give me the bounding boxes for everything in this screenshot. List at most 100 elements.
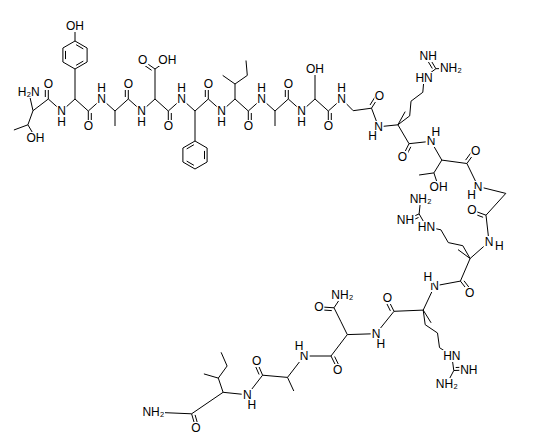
bond <box>187 161 194 165</box>
atom-label: NH₂ <box>409 193 433 205</box>
bond <box>155 69 156 84</box>
bond <box>463 246 470 259</box>
atom-label: O <box>470 145 481 157</box>
atom-label: HN <box>442 350 461 362</box>
bond <box>341 321 348 334</box>
bond <box>438 333 440 348</box>
bond <box>115 99 128 111</box>
atom-label: N <box>96 93 107 105</box>
atom-label: OH <box>26 132 46 144</box>
bond <box>419 173 434 175</box>
atom-label: O <box>313 301 324 313</box>
atom-label: O <box>137 54 148 66</box>
atom-label: N <box>256 93 267 105</box>
bond <box>76 61 83 65</box>
atom-label: H <box>376 338 387 350</box>
bond <box>460 259 470 282</box>
atom-label: NH <box>459 364 478 376</box>
atom-label: OH <box>157 54 177 66</box>
bond <box>275 111 276 126</box>
bond <box>75 62 87 69</box>
bond <box>218 366 227 378</box>
atom-label: O <box>190 422 201 434</box>
atom-label: H <box>336 82 347 94</box>
bond <box>75 84 76 99</box>
bond <box>486 193 506 215</box>
atom-label: O <box>203 78 214 90</box>
atom-label: H <box>466 189 477 201</box>
bond <box>187 145 194 149</box>
bond <box>411 92 423 101</box>
atom-label: O <box>43 78 54 90</box>
bond <box>207 148 208 162</box>
bond <box>115 111 116 126</box>
atom-label: NH₂ <box>439 62 463 74</box>
bond <box>442 160 467 163</box>
atom-label: H <box>431 126 442 138</box>
bond <box>263 375 288 377</box>
atom-label: O <box>374 90 385 102</box>
bond <box>246 61 247 76</box>
bond <box>195 141 207 148</box>
bond <box>63 41 75 48</box>
atom-label: HN <box>417 221 436 233</box>
atom-label: O <box>332 364 343 376</box>
bond <box>235 84 236 99</box>
atom-label: N <box>336 93 347 105</box>
bond <box>425 325 437 333</box>
atom-label: H <box>256 82 267 94</box>
atom-label: H₂N <box>17 86 41 98</box>
bond <box>33 99 48 111</box>
atom-label: O <box>163 120 174 132</box>
bond <box>315 99 328 111</box>
bond <box>334 308 341 321</box>
bond <box>223 75 235 84</box>
bond <box>62 48 63 62</box>
bond <box>183 162 195 169</box>
atom-label: HN <box>414 72 433 84</box>
atom-label: OH <box>65 20 85 32</box>
bond <box>204 151 205 159</box>
atom-label: O <box>243 120 254 132</box>
atom-label: H <box>296 116 307 128</box>
bond <box>221 352 227 366</box>
bond <box>315 84 316 99</box>
atom-label: H <box>176 82 187 94</box>
bond <box>155 84 156 99</box>
bond <box>195 126 196 141</box>
atom-label: NH <box>419 50 438 62</box>
atom-label: H <box>494 240 505 252</box>
bond <box>28 111 33 125</box>
atom-label: NH <box>396 214 415 226</box>
bond <box>195 162 207 169</box>
bond <box>65 51 66 59</box>
bond <box>14 125 28 130</box>
atom-label: H <box>294 340 305 352</box>
bond <box>398 125 409 144</box>
atom-label: H <box>423 271 434 283</box>
bond <box>195 99 208 111</box>
bond <box>235 99 248 111</box>
bond <box>195 111 196 126</box>
bond <box>398 116 410 125</box>
bond <box>155 99 168 111</box>
atom-label: O <box>382 292 393 304</box>
atom-label: O <box>251 355 262 367</box>
bond <box>410 101 411 116</box>
bond <box>434 160 442 173</box>
atom-label: OH <box>305 63 325 75</box>
bond <box>76 45 83 49</box>
atom-label: H <box>96 82 107 94</box>
bond <box>192 392 224 414</box>
bond <box>331 335 347 356</box>
bond <box>218 378 223 392</box>
bond <box>235 75 247 84</box>
atom-label: O <box>83 120 94 132</box>
atom-label: O <box>397 151 408 163</box>
atom-label: OH <box>429 181 449 193</box>
atom-label: NH₂ <box>435 378 459 390</box>
bond <box>183 141 195 148</box>
bond <box>423 310 425 325</box>
atom-label: H <box>136 116 147 128</box>
bond <box>275 99 288 111</box>
